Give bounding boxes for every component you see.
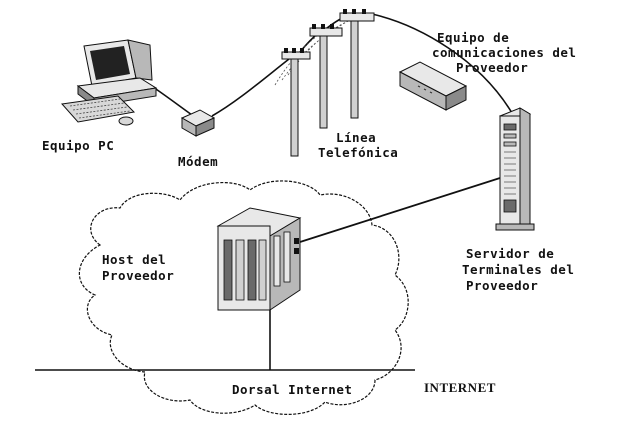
pc-computer-icon: [61, 39, 158, 126]
label-equipo-pc: Equipo PC: [42, 138, 114, 153]
label-host-del: Host del: [102, 252, 166, 267]
label-comunicaciones-del: comunicaciones del: [432, 45, 576, 60]
label-modem: Módem: [178, 154, 218, 169]
label-proveedor-equipo: Proveedor: [456, 60, 528, 75]
terminal-server-icon: [495, 107, 535, 231]
modem-icon: [180, 109, 216, 137]
label-dorsal-internet: Dorsal Internet: [232, 382, 352, 397]
label-proveedor-servidor: Proveedor: [466, 278, 538, 293]
label-internet: INTERNET: [424, 380, 496, 395]
label-telefonica: Telefónica: [318, 145, 398, 160]
server-host-cable: [299, 177, 501, 243]
telephone-poles-icon: [281, 9, 375, 157]
provider-host-icon: [216, 207, 302, 311]
modem-pole-cable: [211, 51, 299, 117]
label-linea: Línea: [336, 130, 376, 145]
internet-cloud: [78, 180, 409, 415]
label-equipo-de: Equipo de: [437, 30, 509, 45]
label-servidor-de: Servidor de: [466, 246, 554, 261]
pole-server-cable: [371, 13, 513, 114]
provider-comm-equipment-icon: [398, 61, 468, 111]
label-terminales-del: Terminales del: [462, 262, 574, 277]
label-proveedor-host: Proveedor: [102, 268, 174, 283]
